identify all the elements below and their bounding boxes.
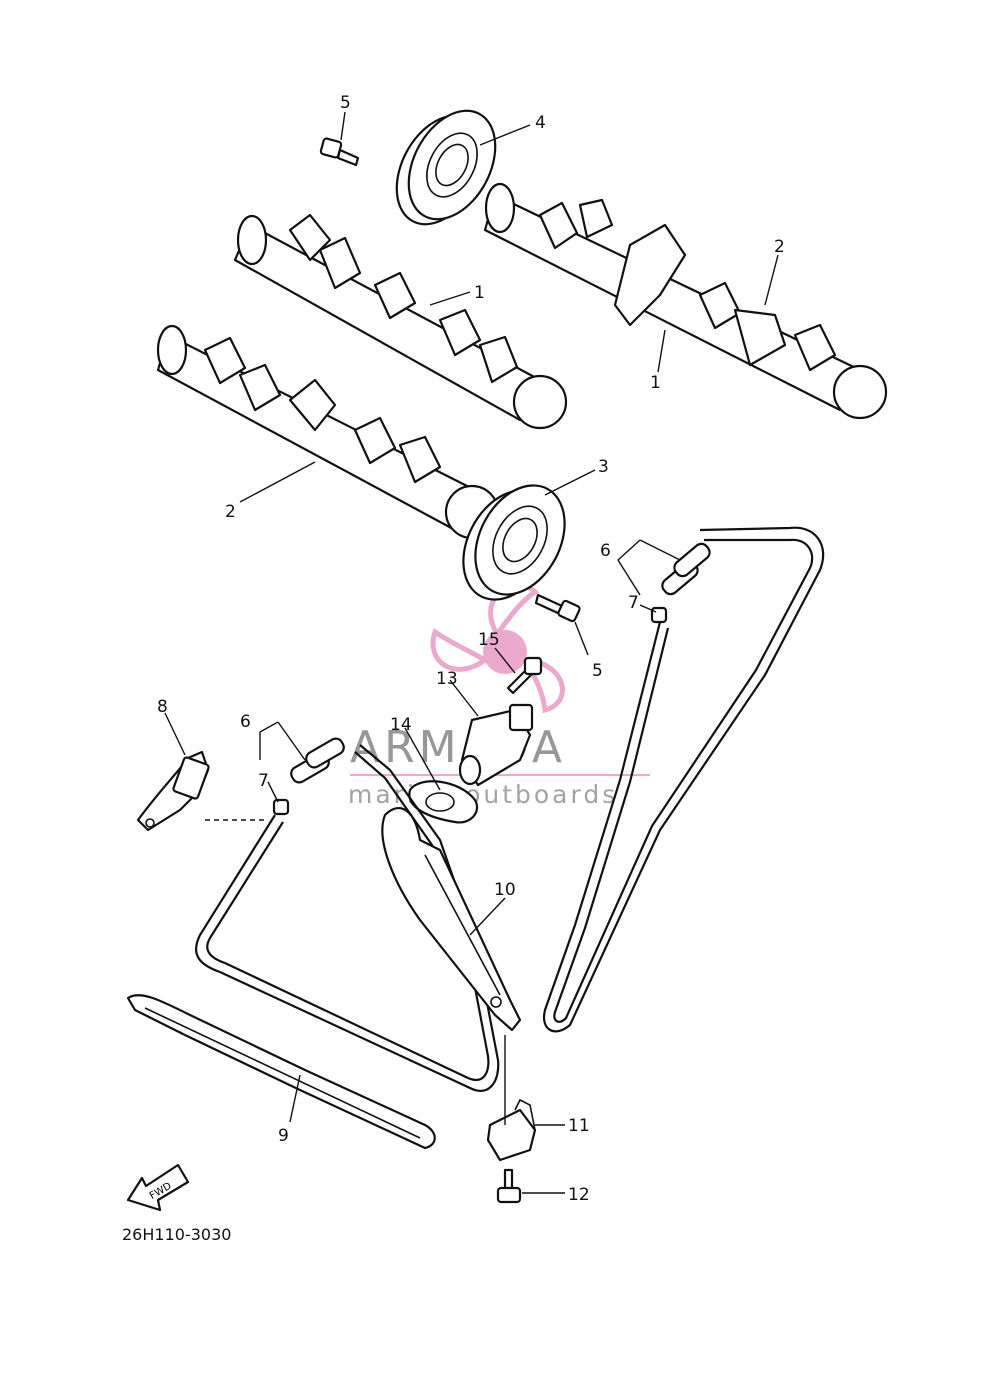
- cam-sprocket-lower: [462, 484, 566, 601]
- bolt-tensioner: [506, 656, 543, 695]
- callout-5-upper: 5: [340, 93, 351, 113]
- callout-labels: 5 4 1 2 1 2 3 6 7 5 15 13 14 8 6 7 10 9 …: [157, 93, 785, 1205]
- bolt-lower: [534, 593, 581, 623]
- cam-chain-left: [194, 744, 500, 1092]
- watermark-brand: ARMADA: [350, 722, 566, 773]
- callout-7-left: 7: [258, 771, 269, 791]
- callout-6-right: 6: [600, 541, 611, 561]
- callout-1-lower: 1: [650, 373, 661, 393]
- callout-1-upper: 1: [474, 283, 485, 303]
- callout-12: 12: [568, 1185, 590, 1205]
- callout-2-upper: 2: [774, 237, 785, 257]
- chain-guide-rear: [381, 807, 522, 1032]
- callout-8: 8: [157, 697, 168, 717]
- guide-stopper-bracket: [486, 1098, 537, 1162]
- propeller-logo: [430, 582, 565, 714]
- forward-direction-arrow: FWD: [126, 1163, 190, 1212]
- tensioner-gasket: [408, 780, 479, 824]
- drawing-code: 26H110-3030: [122, 1225, 231, 1244]
- chain-master-link-right: [650, 542, 711, 624]
- watermark-tagline: marine outboards: [348, 780, 618, 809]
- chain-master-link-left: [272, 737, 345, 816]
- callout-13: 13: [436, 669, 458, 689]
- chain-guide-top: [136, 750, 210, 832]
- leader-lines: [164, 111, 779, 1194]
- camshaft-exhaust-upper: [483, 182, 888, 420]
- callout-11: 11: [568, 1116, 590, 1136]
- callout-15: 15: [478, 630, 500, 650]
- camshaft-intake-upper: [233, 213, 568, 430]
- callout-3: 3: [598, 457, 609, 477]
- callout-6-left: 6: [240, 712, 251, 732]
- armada-watermark: ARMADA marine outboards: [348, 582, 650, 809]
- callout-14: 14: [390, 715, 412, 735]
- callout-10: 10: [494, 880, 516, 900]
- bolt-guide-stopper: [496, 1168, 522, 1204]
- callout-5-lower: 5: [592, 661, 603, 681]
- cam-chain-tensioner: [458, 703, 534, 787]
- cam-sprocket-upper: [395, 109, 497, 226]
- bolt-upper: [319, 137, 360, 167]
- callout-2-lower: 2: [225, 502, 236, 522]
- cam-chain-right: [542, 526, 825, 1033]
- callout-9: 9: [278, 1126, 289, 1146]
- chain-guide-front: [126, 994, 436, 1150]
- callout-7-right: 7: [628, 593, 639, 613]
- callout-4: 4: [535, 113, 546, 133]
